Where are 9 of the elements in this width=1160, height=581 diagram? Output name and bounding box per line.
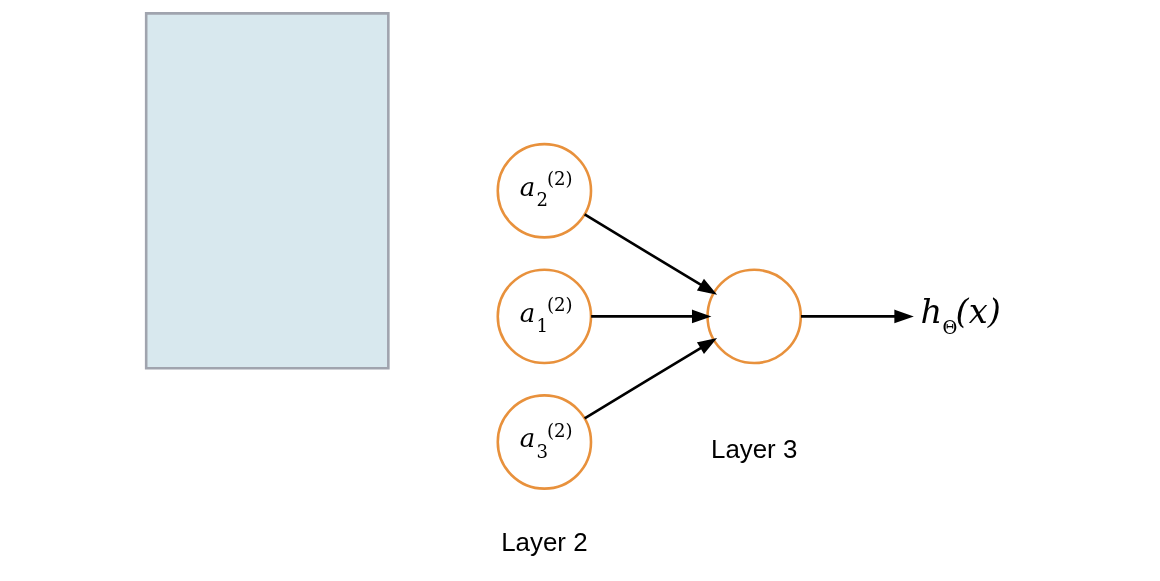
node-circle [706,268,803,365]
node-text: h$_{Θ}$(x) [920,292,1001,338]
node-box [144,12,390,370]
label: Layer 3 [711,434,798,463]
label: Layer 2 [501,527,588,556]
arrow [591,309,712,324]
arrow [583,338,718,420]
arrow [801,309,914,324]
arrow [583,213,718,295]
